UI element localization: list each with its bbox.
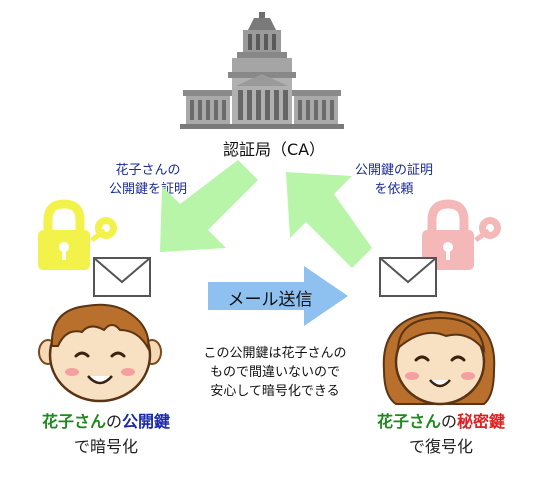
certify-note-line-1: 花子さんの: [115, 163, 181, 178]
center-note-line-3: 安心して暗号化できる: [210, 384, 340, 399]
ca-label: 認証局（CA）: [222, 140, 326, 159]
receiver-key-caption: 花子さんの秘密鍵: [336, 411, 546, 433]
sender-name: 花子さん: [41, 412, 106, 431]
request-note-line-2: を依頼: [374, 182, 414, 197]
private-key-text: 秘密鍵: [457, 412, 506, 431]
request-certificate-note: 公開鍵の証明 を依頼: [334, 161, 454, 199]
center-note-line-1: この公開鍵は花子さんの: [203, 346, 347, 361]
sender-particle: の: [105, 412, 122, 431]
request-note-line-1: 公開鍵の証明: [354, 163, 433, 178]
receiver-name: 花子さん: [376, 412, 441, 431]
decrypt-action: で復号化: [408, 437, 473, 456]
sender-key-caption: 花子さんの公開鍵: [6, 411, 206, 433]
receiver-particle: の: [440, 412, 457, 431]
safe-encryption-note: この公開鍵は花子さんの もので間違いないので 安心して暗号化できる: [178, 344, 372, 401]
center-note-line-2: もので間違いないので: [209, 365, 340, 380]
mail-send-label: メール送信: [227, 290, 313, 310]
public-key-text: 公開鍵: [122, 412, 171, 431]
encrypt-action: で暗号化: [73, 437, 138, 456]
